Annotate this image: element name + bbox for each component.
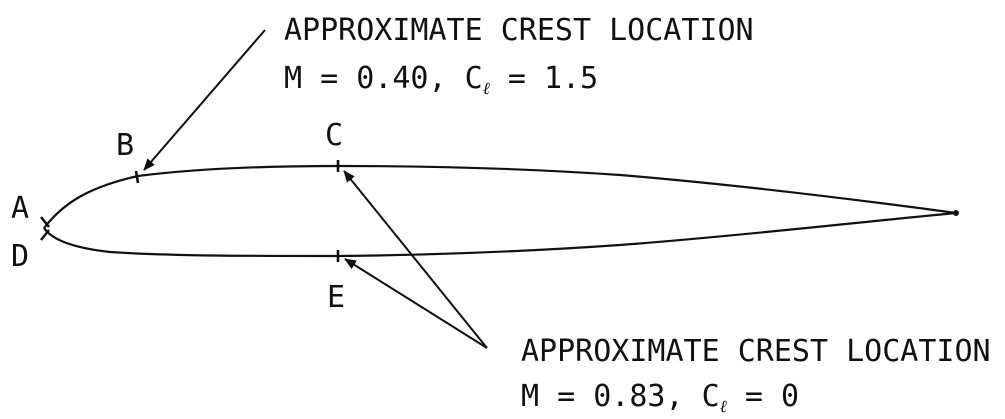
point-label-b: B <box>116 128 134 163</box>
upper-cl-value: = 1.5 <box>490 61 598 96</box>
upper-annotation-title: APPROXIMATE CREST LOCATION <box>284 13 754 48</box>
upper-annotation-conditions: M = 0.40, Cℓ = 1.5 <box>284 61 598 99</box>
upper-cl-subscript: ℓ <box>483 79 490 99</box>
point-label-d: D <box>11 239 29 274</box>
point-label-c: C <box>325 118 343 153</box>
lower-annotation-title: APPROXIMATE CREST LOCATION <box>521 334 991 369</box>
tick-mark-b <box>134 170 140 184</box>
point-label-e: E <box>327 280 345 315</box>
airfoil-upper-surface <box>43 164 957 229</box>
point-label-a: A <box>11 191 29 226</box>
upper-mach-text: M = 0.40, C <box>284 61 483 96</box>
arrow-upper-to-b <box>143 29 266 171</box>
arrow-lower-to-c <box>343 170 488 349</box>
trailing-edge-point <box>953 210 959 216</box>
tick-mark-a <box>39 216 51 228</box>
lower-mach-text: M = 0.83, C <box>521 379 720 414</box>
lower-cl-subscript: ℓ <box>720 397 727 417</box>
tick-mark-d <box>39 229 51 241</box>
airfoil-lower-surface <box>43 211 957 258</box>
arrow-lower-to-e <box>344 258 488 349</box>
lower-cl-value: = 0 <box>727 379 799 414</box>
lower-annotation-conditions: M = 0.83, Cℓ = 0 <box>521 379 799 417</box>
